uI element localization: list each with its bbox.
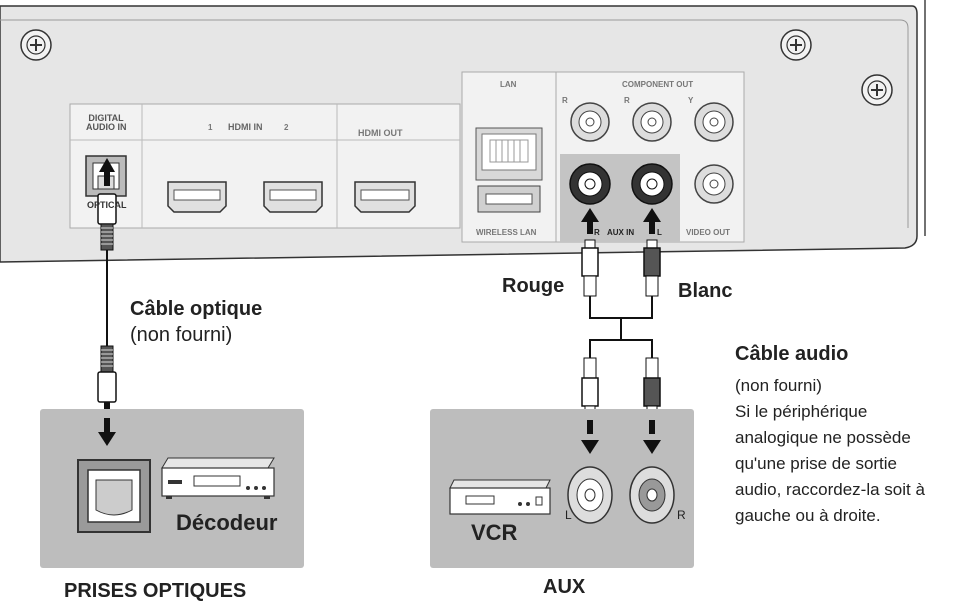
hdmi-out-port <box>354 181 416 213</box>
optical-out-port <box>77 459 151 533</box>
screw-icon <box>780 29 812 61</box>
hdmi-in-number-1: 1 <box>208 123 213 132</box>
arrow-down-icon <box>581 440 599 454</box>
aux-section-title: AUX <box>543 576 586 598</box>
component-y-label: Y <box>688 96 694 105</box>
audio-cable-note-line: gauche ou à droite. <box>735 506 881 525</box>
digital-audio-in-line-2: AUDIO IN <box>86 122 127 132</box>
digital-audio-in-line-1: DIGITAL <box>88 113 124 123</box>
hdmi-in-port-1 <box>167 181 227 213</box>
audio-cable <box>581 208 661 415</box>
audio-cable-note-line: (non fourni) <box>735 376 822 395</box>
set-top-box-icon <box>161 457 275 499</box>
lan-port <box>475 127 543 181</box>
vcr-label: VCR <box>471 520 518 545</box>
optical-port-label: OPTICAL <box>87 200 127 210</box>
panel-bevel <box>0 19 909 228</box>
arrow-down-icon <box>587 420 593 434</box>
optical-section-title: PRISES OPTIQUES <box>64 580 247 602</box>
jack-l-label: L <box>565 508 572 522</box>
audio-cable-title: Câble audio <box>735 343 849 365</box>
component-out-r-jack <box>570 102 610 142</box>
rouge-label: Rouge <box>502 275 565 297</box>
arrow-down-icon <box>649 420 655 434</box>
decoder-label: Décodeur <box>176 510 278 535</box>
hdmi-in-port-2 <box>263 181 323 213</box>
audio-cable-note-line: analogique ne possède <box>735 428 911 447</box>
aux-in-l-jack <box>631 163 673 205</box>
component-out-pr-jack <box>632 102 672 142</box>
arrow-down-icon <box>104 418 110 434</box>
aux-in-label: AUX IN <box>607 228 635 237</box>
audio-cable-note: (non fourni) Si le périphérique analogiq… <box>735 373 925 529</box>
video-out-label: VIDEO OUT <box>686 228 731 237</box>
optical-cable-title: Câble optique <box>130 298 263 320</box>
audio-cable-note-line: Si le périphérique <box>735 402 868 421</box>
video-out-jack <box>694 164 734 204</box>
arrow-down-icon <box>643 440 661 454</box>
wireless-lan-port <box>477 185 541 213</box>
component-r-label: R <box>562 96 568 105</box>
aux-device-box <box>430 409 694 568</box>
wireless-lan-label: WIRELESS LAN <box>476 228 537 237</box>
blanc-label: Blanc <box>678 280 733 302</box>
screw-icon <box>20 29 52 61</box>
aux-r-label: R <box>594 228 600 237</box>
aux-l-label: L <box>657 228 662 237</box>
component-out-label: COMPONENT OUT <box>622 80 694 89</box>
arrow-down-icon <box>98 432 116 446</box>
audio-cable-note-line: qu'une prise de sortie <box>735 454 898 473</box>
lan-label: LAN <box>500 80 517 89</box>
aux-in-r-jack <box>569 163 611 205</box>
component-out-y-jack <box>694 102 734 142</box>
digital-audio-in-label: DIGITAL AUDIO IN <box>86 113 127 132</box>
hdmi-in-label: HDMI IN <box>228 122 263 132</box>
audio-out-l-jack <box>567 466 613 524</box>
audio-cable-note-line: audio, raccordez-la soit à <box>735 480 925 499</box>
component-pr-label: R <box>624 96 630 105</box>
hdmi-out-label: HDMI OUT <box>358 128 403 138</box>
hdmi-in-number-2: 2 <box>284 123 289 132</box>
jack-r-label: R <box>677 508 686 522</box>
screw-icon <box>861 74 893 106</box>
vcr-icon <box>449 479 551 515</box>
optical-cable-note: (non fourni) <box>130 324 233 346</box>
audio-out-r-jack <box>629 466 675 524</box>
